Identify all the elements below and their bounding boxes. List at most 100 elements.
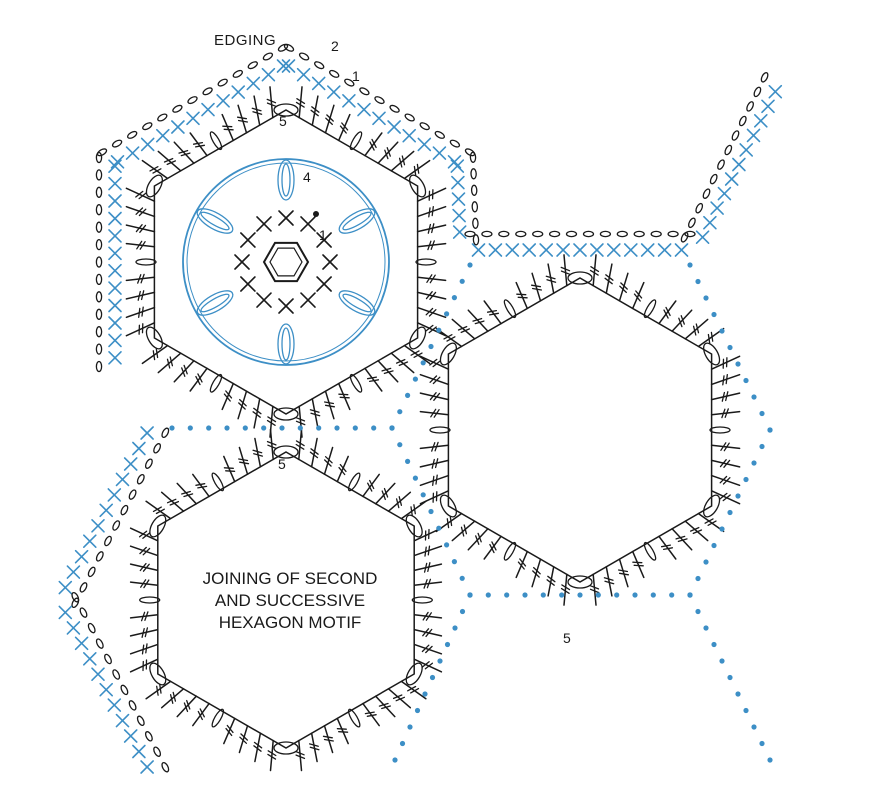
edging-chain-loop — [202, 87, 213, 96]
edging-single-crochet — [123, 457, 138, 471]
edging-chain-loop — [470, 184, 478, 196]
edging-single-crochet — [732, 157, 746, 172]
chain-arch — [503, 541, 517, 561]
corner-chain-loop — [405, 662, 423, 686]
edging-single-crochet — [156, 128, 170, 143]
edging-chain-loop — [161, 427, 170, 439]
corner-chain-loop — [567, 271, 593, 285]
edging-single-crochet — [110, 155, 125, 169]
slip-stitch-dot — [169, 425, 175, 431]
edging-single-crochet — [753, 114, 768, 128]
edging-chain-loop — [498, 230, 510, 238]
treble-stitch — [160, 688, 185, 709]
treble-stitch — [710, 490, 741, 505]
treble-stitch — [390, 352, 415, 374]
slip-stitch-dot — [632, 592, 638, 598]
treble-stitch — [295, 428, 305, 461]
caption-line-1: JOINING OF SECOND — [202, 569, 378, 588]
slip-stitch-dot — [743, 707, 749, 714]
round-4-puff-cluster-core — [200, 293, 230, 313]
edging-chain-loop — [709, 173, 718, 185]
edging-single-crochet — [296, 67, 311, 82]
slip-stitch-dot — [429, 674, 436, 681]
slip-stitch-dot — [242, 425, 248, 431]
slip-stitch-dot — [206, 425, 212, 431]
edging-single-crochet — [83, 534, 97, 549]
slip-stitch-dot — [414, 707, 421, 714]
treble-stitch — [362, 473, 380, 498]
slip-stitch-dot — [703, 625, 709, 631]
round-2-single-crochet — [322, 254, 338, 270]
edging-chain-loop — [112, 669, 121, 680]
slip-stitch-dot — [407, 724, 413, 730]
treble-stitch — [617, 558, 630, 588]
slip-stitch-dot — [334, 425, 340, 431]
slip-stitch-dot — [669, 592, 675, 598]
treble-stitch — [451, 520, 476, 542]
treble-stitch — [129, 527, 159, 542]
round-4-number: 4 — [303, 169, 311, 185]
slip-stitch-dot — [412, 376, 418, 382]
treble-stitch — [416, 187, 447, 202]
slip-stitch-dot — [735, 691, 741, 697]
treble-stitch — [237, 390, 248, 420]
corner-chain-loop — [145, 326, 163, 350]
slip-stitch-dot — [459, 608, 466, 615]
treble-stitch — [416, 223, 447, 234]
treble-stitch — [364, 367, 383, 392]
edging-single-crochet — [125, 146, 140, 160]
chain-arch — [643, 299, 657, 319]
edging-chain-loop — [434, 130, 445, 139]
corner-chain-loop — [273, 741, 299, 755]
edging-chain-loop — [95, 204, 103, 216]
treble-stitch — [266, 428, 277, 461]
treble-stitch — [125, 306, 156, 319]
treble-stitch — [337, 382, 351, 411]
corner-chain-loop — [409, 326, 427, 350]
edging-chain-loop — [599, 230, 612, 238]
slip-stitch-dot — [767, 757, 773, 763]
slip-stitch-dot — [687, 262, 693, 268]
edging-chain-loop — [79, 607, 88, 618]
edging-chain-loop — [464, 148, 476, 157]
treble-stitch — [125, 205, 156, 218]
edging-single-crochet — [606, 243, 621, 257]
treble-stitch — [589, 254, 600, 287]
edging-chain-loop — [344, 78, 355, 87]
treble-stitch — [671, 309, 693, 332]
edging-chain-loop — [695, 202, 704, 214]
edging-chain-loop — [128, 700, 137, 711]
treble-stitch — [125, 273, 156, 284]
slip-stitch-dot — [540, 592, 546, 598]
edging-single-crochet — [58, 580, 73, 595]
slip-stitch-dot — [719, 328, 725, 334]
treble-stitch — [545, 263, 557, 294]
corner-chain-loop — [273, 103, 299, 117]
treble-stitch — [189, 367, 208, 392]
treble-stitch — [173, 360, 195, 383]
treble-stitch — [560, 254, 571, 287]
edging-chain-loop — [582, 230, 595, 238]
treble-stitch — [125, 322, 156, 337]
edging-chain-loop — [112, 520, 121, 531]
treble-stitch — [416, 274, 447, 284]
treble-stitch — [400, 500, 427, 520]
treble-stitch — [364, 132, 383, 157]
edging-chain-loop — [471, 201, 479, 213]
round-3-circle-inner — [186, 162, 386, 362]
edging-chain-loop — [136, 715, 145, 727]
slip-stitch-dot — [719, 658, 725, 664]
corner-chain-loop — [703, 342, 721, 366]
treble-stitch — [362, 702, 380, 727]
edging-single-crochet — [717, 186, 732, 201]
slip-stitch-dot — [522, 592, 528, 598]
edging-single-crochet — [417, 137, 432, 152]
treble-stitch — [416, 205, 447, 218]
treble-stitch — [129, 658, 159, 673]
slip-stitch-dot — [405, 392, 411, 398]
treble-stitch — [530, 272, 543, 302]
treble-stitch — [141, 159, 169, 180]
treble-stitch — [467, 309, 489, 332]
round-4-puff-cluster-core — [281, 163, 291, 197]
edging-chain-loop — [667, 230, 679, 238]
